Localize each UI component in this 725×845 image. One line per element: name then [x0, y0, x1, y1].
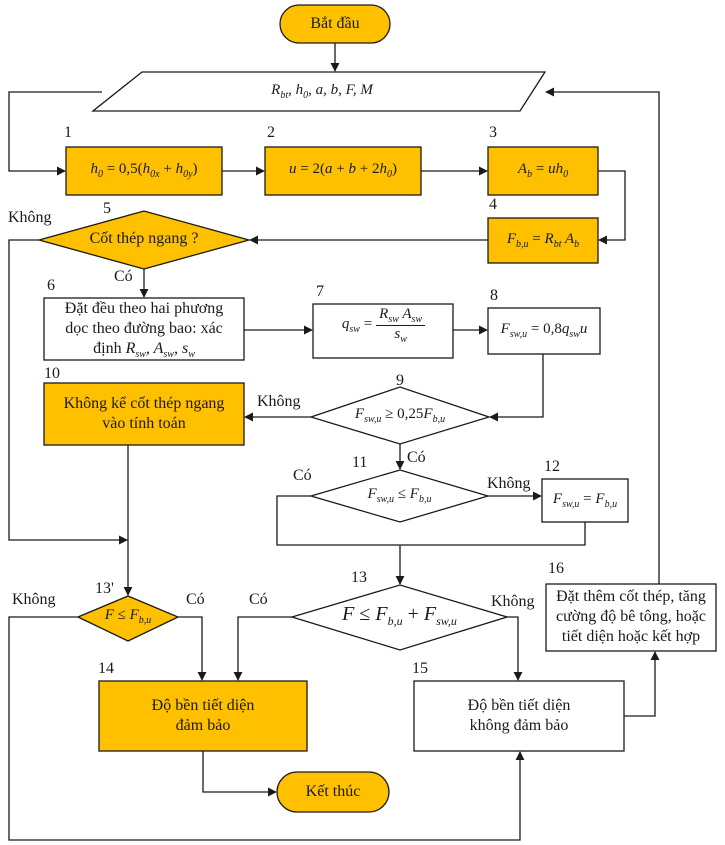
step-9-formula: Fsw,u ≥ 0,25Fb,u	[354, 406, 446, 425]
end-label: Kết thúc	[305, 783, 361, 800]
step-9-decision	[308, 386, 492, 445]
step-number-7: 7	[316, 283, 324, 300]
branch-no-9: Không	[257, 393, 301, 410]
step-6-line: Đặt đều theo hai phương	[64, 300, 224, 317]
step-3-box	[487, 146, 599, 196]
step-11-formula: Fsw,u ≤ Fb,u	[367, 486, 432, 505]
step-1-box	[65, 146, 223, 196]
step-7-formula: qsw = Rsw Asw sw	[313, 306, 453, 345]
branch-no-13: Không	[491, 593, 535, 610]
step-13-formula: F ≤ Fb,u + Fsw,u	[342, 603, 457, 628]
input-label: Rbt, h0, a, b, F, M	[142, 82, 502, 101]
step-15-label: Độ bền tiết diện không đảm bảo	[414, 696, 624, 736]
input-part: , a, b, F, M	[308, 82, 373, 98]
step-1-formula: h0 = 0,5(h0x + h0y)	[90, 161, 198, 180]
step-10-box	[43, 382, 245, 446]
end-terminal	[276, 771, 390, 813]
step-15-line: Độ bền tiết diện	[467, 697, 571, 714]
step-16-line: Đặt thêm cốt thép, tăng	[556, 588, 706, 605]
input-part: R	[271, 82, 281, 98]
input-sub: 0	[303, 90, 309, 101]
step-number-1: 1	[64, 124, 72, 141]
step-15-box	[413, 680, 625, 752]
step-16-box	[545, 583, 717, 652]
fraction: qsw = Rsw Asw sw	[341, 306, 426, 345]
step-2-formula: u = 2(a + b + 2h0)	[289, 161, 397, 180]
step-6-line: dọc theo đường bao: xác	[65, 320, 223, 337]
step-16-label: Đặt thêm cốt thép, tăng cường độ bê tông…	[546, 587, 716, 647]
step-number-11: 11	[352, 454, 368, 471]
step-5-decision	[36, 210, 252, 270]
step-3-formula: Ab = uh0	[517, 161, 569, 180]
step-15-line: không đảm bảo	[469, 717, 569, 734]
step-number-3: 3	[489, 124, 497, 141]
step-10-line: vào tính toán	[102, 415, 186, 432]
branch-yes-5: Có	[114, 268, 133, 285]
step-number-14: 14	[98, 660, 114, 677]
step-number-10: 10	[44, 365, 60, 382]
step-number-5: 5	[103, 200, 111, 217]
step-16-line: cường độ bê tông, hoặc	[556, 608, 706, 625]
input-parallelogram	[91, 71, 547, 112]
step-14-line: đảm bảo	[175, 717, 231, 734]
branch-no-5: Không	[8, 209, 52, 226]
step-14-label: Độ bền tiết diện đảm bảo	[99, 696, 307, 736]
step-number-13: 13	[351, 569, 367, 586]
step-number-9: 9	[396, 372, 404, 389]
step-4-formula: Fb,u = Rbt Ab	[506, 231, 580, 250]
step-14-line: Độ bền tiết diện	[151, 697, 255, 714]
connectors	[8, 43, 660, 841]
branch-yes-13prime: Có	[186, 591, 205, 608]
branch-yes-11: Có	[293, 467, 312, 484]
step-8-formula: Fsw,u = 0,8qswu	[500, 321, 588, 340]
step-number-12: 12	[544, 458, 560, 475]
step-5-label: Cốt thép ngang ?	[89, 230, 199, 247]
step-14-box	[98, 680, 308, 752]
step-number-15: 15	[412, 660, 428, 677]
step-10-line: Không kể cốt thép ngang	[63, 395, 225, 412]
input-sub: bt	[280, 90, 289, 101]
step-16-line: tiết diện hoặc kết hợp	[561, 628, 701, 645]
input-part: , h	[288, 82, 304, 98]
step-number-4: 4	[489, 196, 497, 213]
step-number-2: 2	[267, 124, 275, 141]
step-13prime-formula: F ≤ Fb,u	[104, 607, 152, 626]
branch-yes-9: Có	[407, 449, 426, 466]
step-number-8: 8	[490, 287, 498, 304]
branch-yes-13: Có	[249, 591, 268, 608]
step-6-box	[43, 297, 245, 361]
step-6-label: Đặt đều theo hai phương dọc theo đường b…	[44, 299, 244, 365]
step-8-box	[487, 307, 601, 355]
step-10-label: Không kể cốt thép ngang vào tính toán	[44, 394, 244, 434]
branch-no-11: Không	[487, 475, 531, 492]
step-number-6: 6	[47, 277, 55, 294]
step-12-box	[541, 478, 629, 523]
start-label: Bắt đầu	[310, 15, 360, 32]
step-6-line: định Rsw, Asw, sw	[93, 340, 195, 361]
branch-no-13prime: Không	[12, 591, 56, 608]
step-number-16: 16	[548, 560, 564, 577]
step-number-13prime: 13'	[95, 580, 114, 597]
step-12-formula: Fsw,u = Fb,u	[552, 491, 618, 510]
